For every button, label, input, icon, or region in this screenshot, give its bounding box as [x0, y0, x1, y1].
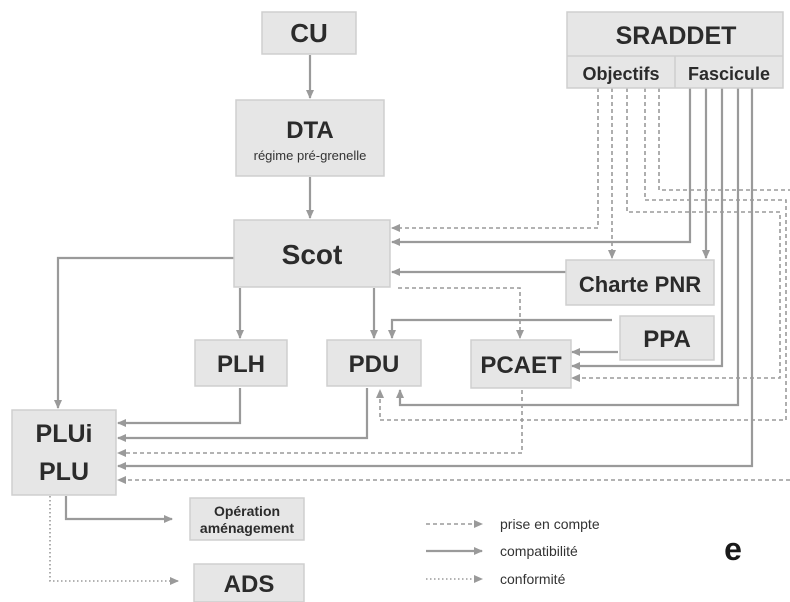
box-plui-plu: PLUi PLU — [11, 409, 117, 496]
plui-label: PLUi — [36, 420, 93, 448]
dta-label: DTA — [286, 117, 334, 144]
pcaet-label: PCAET — [480, 352, 562, 379]
arrow-plh-plui — [117, 388, 242, 427]
arrow-pdu-plui — [117, 388, 369, 442]
logo-letter: e — [724, 531, 742, 567]
box-dta: DTA régime pré-grenelle — [235, 99, 385, 177]
amenagement-label: aménagement — [200, 520, 294, 536]
charte-pnr-label: Charte PNR — [579, 272, 701, 297]
arrow-plu-operation — [64, 496, 173, 523]
legend-compatibilite: compatibilité — [500, 543, 578, 559]
connectors — [49, 55, 790, 585]
arrow-sraddet-pdu-dash — [376, 88, 787, 421]
ppa-label: PPA — [643, 326, 691, 353]
arrow-sraddet-scot-1 — [391, 88, 599, 232]
dta-sublabel: régime pré-grenelle — [254, 148, 367, 163]
arrow-plu-ads — [49, 496, 179, 585]
arrow-sraddet-pdu — [396, 88, 740, 407]
box-operation-amenagement: Opération aménagement — [189, 497, 305, 541]
plu-label: PLU — [39, 458, 89, 486]
legend-prise-en-compte: prise en compte — [500, 516, 600, 532]
arrow-ppa-pdu — [388, 318, 612, 339]
legend: prise en compte compatibilité conformité — [426, 516, 600, 587]
arrow-sraddet-pcaet-dash — [571, 88, 781, 382]
arrow-scot-plui — [54, 256, 234, 409]
legend-conformite: conformité — [500, 571, 566, 587]
logo: e — [724, 531, 742, 567]
arrow-sraddet-plu-dash — [658, 88, 790, 191]
operation-label: Opération — [214, 503, 280, 519]
arrow-sraddet-plu — [117, 88, 754, 470]
fascicule-label: Fascicule — [688, 64, 770, 84]
plh-label: PLH — [217, 351, 265, 378]
box-ppa: PPA — [619, 315, 715, 361]
box-scot: Scot — [233, 219, 391, 288]
ads-label: ADS — [224, 571, 275, 598]
arrow-sraddet-pcaet — [571, 88, 724, 370]
arrow-pcaet-plui — [117, 390, 523, 457]
box-pdu: PDU — [326, 339, 422, 387]
box-cu: CU — [261, 11, 357, 55]
arrow-scot-pcaet — [398, 287, 524, 339]
scot-label: Scot — [282, 239, 343, 270]
box-pcaet: PCAET — [470, 339, 572, 389]
box-ads: ADS — [193, 563, 305, 602]
box-plh: PLH — [194, 339, 288, 387]
box-charte-pnr: Charte PNR — [565, 259, 715, 306]
pdu-label: PDU — [349, 351, 400, 378]
cu-label: CU — [290, 18, 328, 48]
sraddet-label: SRADDET — [616, 22, 737, 50]
box-sraddet: SRADDET Objectifs Fascicule — [566, 11, 784, 89]
objectifs-label: Objectifs — [582, 64, 659, 84]
arrow-sraddet-scot-2 — [391, 88, 692, 246]
